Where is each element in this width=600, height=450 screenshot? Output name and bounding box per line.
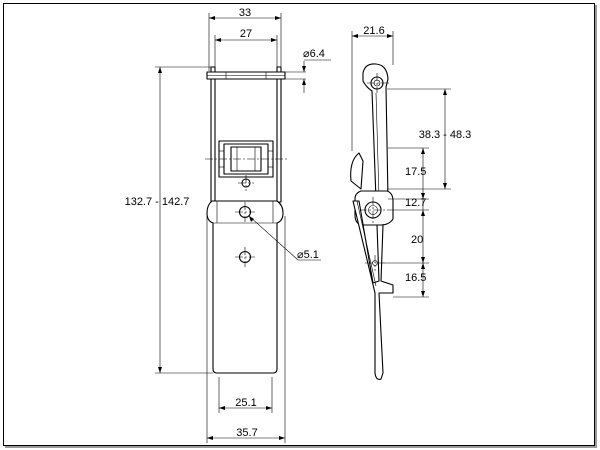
- dim-hole-diameter: 5.1: [304, 249, 319, 261]
- dim-hole-spacing: 20: [411, 234, 423, 246]
- left-rail: [210, 66, 216, 203]
- base-plate: [206, 200, 284, 374]
- diameter-symbol: ⌀: [297, 249, 304, 261]
- dim-pivot-offset: 17.5: [405, 166, 426, 178]
- dim-base-width: 25.1: [235, 397, 256, 409]
- dim-pivot-to-hole: 12.7: [405, 197, 426, 209]
- side-plate: [352, 200, 394, 380]
- dim-overall-width: 33: [239, 7, 251, 19]
- svg-text:⌀6.4: ⌀6.4: [303, 48, 325, 60]
- side-dimensions: 21.6 38.3 - 48.3 17.5 12.7 20 16.5: [351, 25, 472, 298]
- dim-outer-base-width: 35.7: [236, 427, 257, 439]
- front-dimensions: 33 27 ⌀6.4 132.7 - 142.7 ⌀5.1 25.1: [125, 7, 331, 443]
- dim-tip-offset: 16.5: [405, 272, 426, 284]
- svg-text:⌀5.1: ⌀5.1: [297, 249, 319, 261]
- side-view: [350, 63, 394, 380]
- dim-overall-length: 132.7 - 142.7: [125, 196, 190, 208]
- dim-inner-width: 27: [240, 28, 252, 40]
- lever-arm: [362, 63, 389, 200]
- dim-pin-diameter: 6.4: [310, 48, 325, 60]
- dim-side-depth: 21.6: [363, 25, 384, 37]
- diameter-symbol: ⌀: [303, 48, 310, 60]
- hook-profile: [350, 152, 364, 190]
- dim-adjust-range: 38.3 - 48.3: [419, 129, 472, 141]
- drawing-frame: 33 27 ⌀6.4 132.7 - 142.7 ⌀5.1 25.1: [3, 3, 595, 446]
- technical-drawing: 33 27 ⌀6.4 132.7 - 142.7 ⌀5.1 25.1: [125, 7, 472, 443]
- right-rail: [276, 66, 282, 203]
- front-view: [205, 66, 287, 374]
